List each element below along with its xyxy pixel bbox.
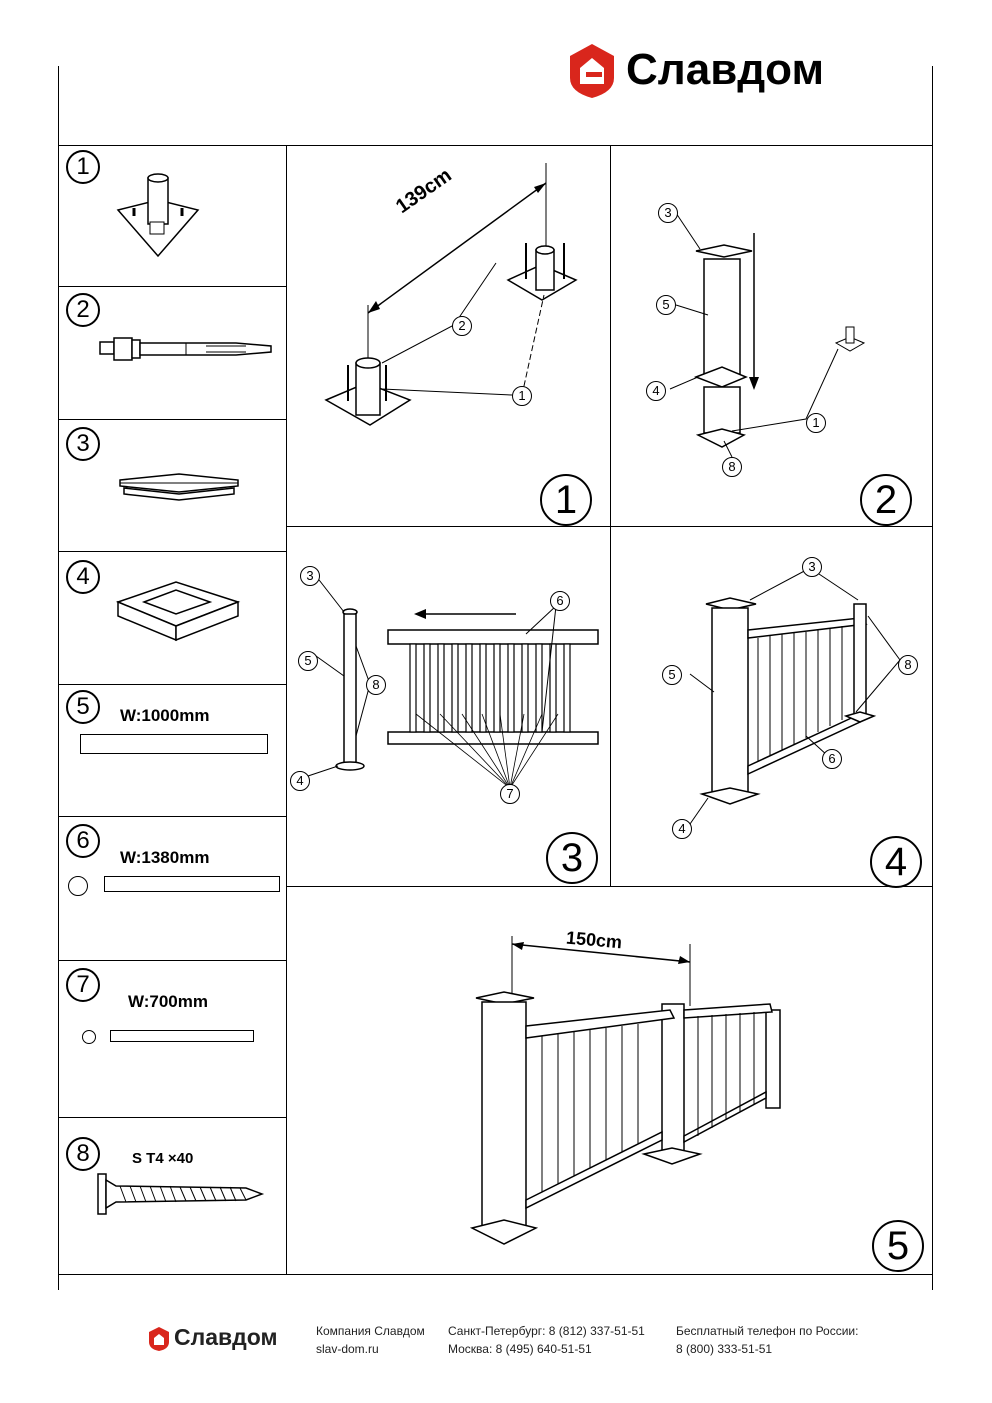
- step1-diagram: [324, 163, 578, 426]
- callout: 7: [500, 784, 520, 804]
- post-profile-icon: [80, 734, 268, 754]
- part-spec: W:1380mm: [120, 848, 210, 867]
- steps-row-2: [286, 886, 932, 887]
- callout: 1: [806, 413, 826, 433]
- footer-site[interactable]: slav-dom.ru: [316, 1342, 379, 1356]
- post-skirt-icon: [115, 581, 241, 642]
- footer-company: Компания Славдом: [316, 1324, 425, 1338]
- callout: 3: [802, 557, 822, 577]
- post-base-icon: [116, 173, 200, 258]
- parts-row-line: [58, 286, 286, 287]
- part-number: 2: [66, 293, 100, 327]
- callout: 4: [646, 381, 666, 401]
- rail-section-icon: [68, 876, 88, 896]
- rail-profile-icon: [104, 876, 280, 892]
- parts-row-line: [58, 1117, 286, 1118]
- post-cap-icon: [119, 473, 239, 501]
- anchor-bolt-icon: [99, 337, 272, 361]
- footer-phone-msk: Москва: 8 (495) 640-51-51: [448, 1342, 592, 1356]
- brand-logo: Славдом: [568, 40, 888, 104]
- callout: 4: [290, 771, 310, 791]
- callout: 5: [662, 665, 682, 685]
- parts-row-line: [58, 551, 286, 552]
- step2-diagram: [669, 212, 866, 458]
- footer-brand: Славдом: [174, 1324, 278, 1350]
- part-number: 4: [66, 560, 100, 594]
- step-number: 1: [540, 474, 592, 526]
- step-number: 4: [870, 836, 922, 888]
- part-spec: W:700mm: [128, 992, 208, 1011]
- footer: Славдом Компания Славдом slav-dom.ru Сан…: [0, 1318, 992, 1368]
- part-number: 3: [66, 427, 100, 461]
- callout: 8: [366, 675, 386, 695]
- callout: 5: [656, 295, 676, 315]
- part-number: 5: [66, 690, 100, 724]
- callout: 6: [550, 591, 570, 611]
- house-shield-icon: [570, 44, 614, 98]
- step5-diagram: [469, 936, 781, 1245]
- frame-bottom: [58, 1274, 932, 1275]
- step-number: 3: [546, 832, 598, 884]
- callout: 1: [512, 386, 532, 406]
- callout: 8: [722, 457, 742, 477]
- parts-row-line: [58, 684, 286, 685]
- callout: 2: [452, 316, 472, 336]
- footer-free-label: Бесплатный телефон по России:: [676, 1324, 859, 1338]
- steps-divider: [610, 145, 611, 886]
- footer-phone-spb: Санкт-Петербург: 8 (812) 337-51-51: [448, 1324, 645, 1338]
- parts-row-line: [58, 419, 286, 420]
- step-number: 5: [872, 1220, 924, 1272]
- screw-icon: [97, 1173, 265, 1215]
- part-number: 6: [66, 824, 100, 858]
- steps-row-1: [286, 526, 932, 527]
- step4-diagram: [689, 567, 901, 825]
- footer-free-phone: 8 (800) 333-51-51: [676, 1342, 773, 1356]
- part-spec: W:1000mm: [120, 706, 210, 725]
- brand-name: Славдом: [626, 45, 825, 94]
- step-number: 2: [860, 474, 912, 526]
- frame-left: [58, 66, 59, 1290]
- callout: 6: [822, 749, 842, 769]
- part-number: 7: [66, 968, 100, 1002]
- house-shield-icon: [149, 1327, 169, 1351]
- callout: 8: [898, 655, 918, 675]
- frame-top: [58, 145, 932, 146]
- baluster-section-icon: [82, 1030, 96, 1044]
- parts-divider: [286, 145, 287, 1274]
- part-number: 1: [66, 150, 100, 184]
- parts-row-line: [58, 816, 286, 817]
- step3-diagram: [307, 575, 599, 789]
- frame-right: [932, 66, 933, 1290]
- baluster-profile-icon: [110, 1030, 254, 1042]
- parts-row-line: [58, 960, 286, 961]
- callout: 3: [658, 203, 678, 223]
- callout: 3: [300, 566, 320, 586]
- part-number: 8: [66, 1137, 100, 1171]
- part-spec: S T4 ×40: [132, 1150, 194, 1167]
- callout: 4: [672, 819, 692, 839]
- callout: 5: [298, 651, 318, 671]
